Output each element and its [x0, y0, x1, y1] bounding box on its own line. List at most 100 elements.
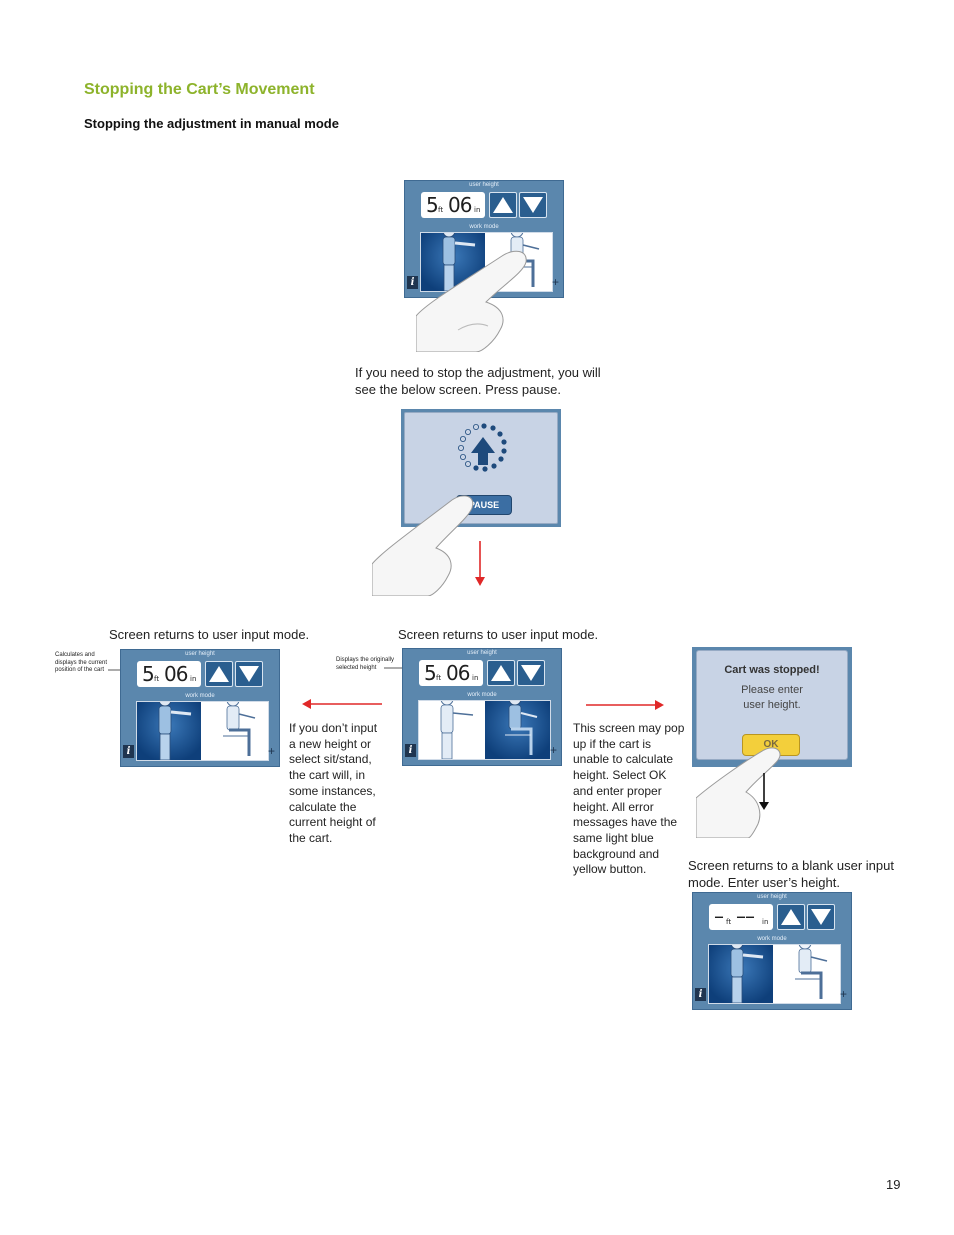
inches-unit: in [474, 206, 481, 214]
dialog-message: Please enter user height. [697, 683, 847, 713]
sitting-person-icon [507, 224, 540, 287]
dialog-message-text: Please enter user height. [741, 684, 803, 711]
height-up-button[interactable] [205, 661, 233, 687]
progress-spinner-icon [458, 423, 507, 472]
user-height-label: user height [757, 894, 787, 900]
plus-button[interactable]: + [551, 275, 559, 289]
inches-unit: in [762, 918, 769, 926]
arrow-up-icon [209, 666, 229, 682]
feet-unit: ft [726, 918, 732, 926]
standing-person-icon [158, 693, 192, 761]
work-mode-panel [708, 936, 841, 1004]
arrow-up-icon [781, 909, 801, 925]
left-arrow-red-icon [302, 699, 382, 709]
cart-stopped-dialog: Cart was stopped! Please enter user heig… [696, 650, 848, 760]
inches-unit: in [472, 674, 479, 682]
height-up-button[interactable] [489, 192, 517, 218]
down-arrow-black-icon [759, 773, 769, 810]
right-arrow-red-icon [586, 700, 664, 710]
left-branch-note: If you don’t input a new height or selec… [289, 721, 378, 845]
height-up-button[interactable] [777, 904, 805, 930]
feet-unit: ft [154, 675, 160, 683]
info-button[interactable]: i [407, 276, 418, 289]
height-down-button[interactable] [517, 660, 545, 686]
plus-button[interactable]: + [267, 744, 275, 758]
inches-unit: in [190, 675, 197, 683]
arrow-up-icon [491, 665, 511, 681]
user-height-label: user height [469, 182, 499, 188]
feet-unit: ft [436, 674, 442, 682]
sit-mode-button[interactable] [487, 224, 552, 291]
sitting-person-icon [795, 936, 828, 999]
adjusting-screen: PAUSE [401, 409, 561, 527]
height-feet: 5 [424, 661, 437, 685]
stand-mode-button[interactable] [421, 224, 485, 292]
height-inches: 06 [448, 193, 472, 217]
sit-mode-button[interactable] [203, 693, 268, 760]
work-mode-panel [420, 224, 553, 292]
height-inches: 06 [446, 661, 470, 685]
standing-person-icon [440, 692, 474, 760]
work-mode-label: work mode [185, 693, 215, 699]
height-feet: 5 [426, 193, 439, 217]
adjusting-panel: PAUSE [404, 412, 558, 524]
standing-person-icon [730, 936, 764, 1004]
user-height-screen-blank: user height – ft –– in work mode [692, 892, 852, 1010]
stand-mode-button[interactable] [137, 693, 201, 761]
arrow-up-icon [493, 197, 513, 213]
ok-button[interactable]: OK [742, 734, 800, 756]
work-mode-label: work mode [467, 692, 497, 698]
height-inches-blank: –– [736, 904, 755, 928]
height-up-button[interactable] [487, 660, 515, 686]
user-height-label: user height [185, 651, 215, 657]
height-down-button[interactable] [807, 904, 835, 930]
height-down-button[interactable] [519, 192, 547, 218]
arrow-down-icon [523, 197, 543, 213]
height-display: 5 ft 06 in [419, 660, 483, 686]
stand-mode-button[interactable] [709, 936, 773, 1004]
sitting-person-icon [505, 692, 538, 755]
arrow-down-icon [521, 665, 541, 681]
final-caption: Screen returns to a blank user input mod… [688, 858, 894, 890]
user-height-screen-middle: user height 5 ft 06 in work mode [402, 648, 562, 766]
sit-mode-button[interactable] [485, 692, 550, 759]
feet-unit: ft [438, 206, 444, 214]
info-button[interactable]: i [405, 744, 416, 757]
page-heading: Stopping the Cart’s Movement [84, 81, 315, 98]
left-branch-caption: Screen returns to user input mode. [109, 627, 310, 642]
user-height-screen-left: user height 5 ft 06 in work mode [120, 649, 280, 767]
middle-branch-caption: Screen returns to user input mode. [398, 627, 599, 642]
plus-button[interactable]: + [549, 743, 557, 757]
info-button[interactable]: i [695, 988, 706, 1001]
dialog-title: Cart was stopped! [724, 664, 820, 676]
height-display: 5 ft 06 in [137, 661, 201, 687]
down-arrow-red-icon [475, 541, 485, 586]
height-display: – ft –– in [709, 904, 773, 930]
sit-mode-button[interactable] [775, 936, 840, 1003]
stand-mode-button[interactable] [419, 692, 483, 760]
user-height-label: user height [467, 650, 497, 656]
left-callout: Calculates and displays the current posi… [55, 652, 108, 673]
work-mode-panel [418, 692, 551, 760]
standing-person-icon [442, 224, 476, 292]
info-button[interactable]: i [123, 745, 134, 758]
user-height-screen-1: user height 5 ft 06 in work mode [404, 180, 564, 298]
sitting-person-icon [223, 693, 256, 756]
arrow-down-icon [239, 666, 259, 682]
plus-button[interactable]: + [839, 987, 847, 1001]
step1-caption: If you need to stop the adjustment, you … [355, 365, 601, 397]
height-down-button[interactable] [235, 661, 263, 687]
work-mode-panel [136, 693, 269, 761]
height-feet-blank: – [714, 904, 724, 928]
middle-callout: Displays the originally selected height [336, 657, 395, 671]
pause-button[interactable]: PAUSE [456, 495, 512, 515]
cart-stopped-screen: Cart was stopped! Please enter user heig… [692, 647, 852, 767]
arrow-down-icon [811, 909, 831, 925]
middle-branch-note: This screen may pop up if the cart is un… [573, 721, 685, 877]
height-display: 5 ft 06 in [421, 192, 485, 218]
page-subheading: Stopping the adjustment in manual mode [84, 116, 339, 131]
work-mode-label: work mode [757, 936, 787, 942]
height-feet: 5 [142, 662, 155, 686]
work-mode-label: work mode [469, 224, 499, 230]
height-inches: 06 [164, 662, 188, 686]
